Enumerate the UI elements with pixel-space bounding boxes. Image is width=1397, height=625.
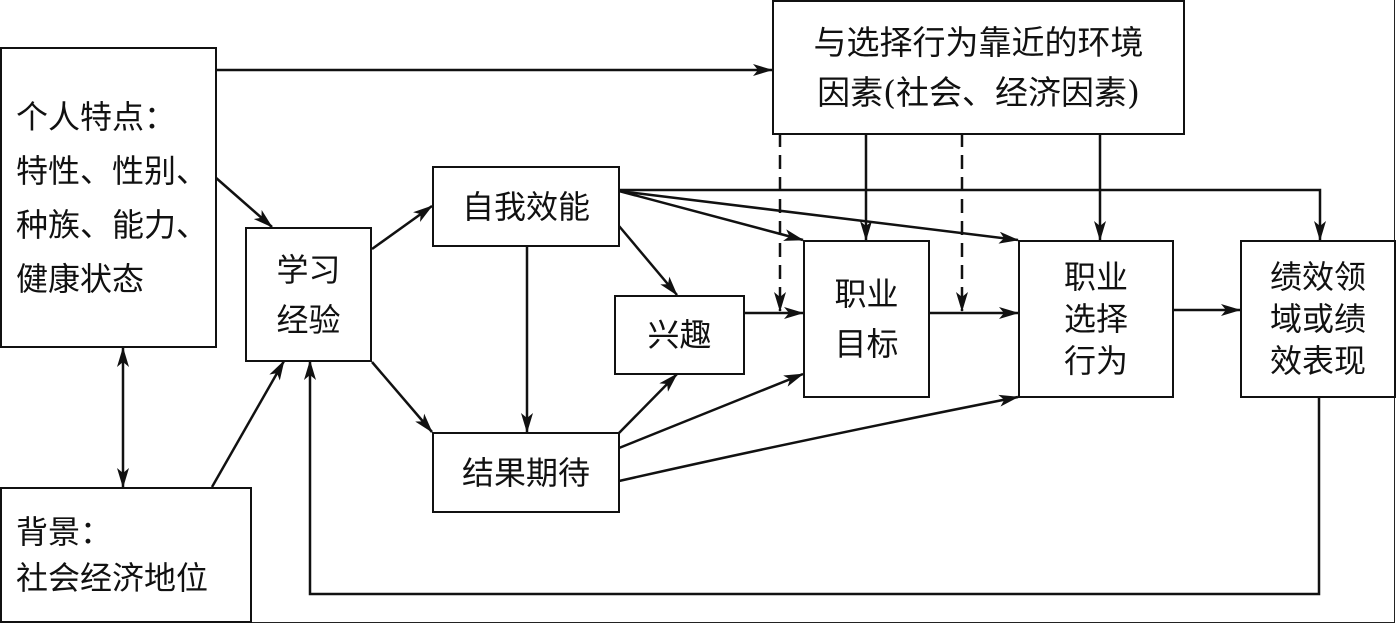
edge-learning-outcome [371,361,433,433]
edge-outcome-interest [618,373,678,434]
node-line: 行为 [1063,342,1128,380]
node-line: 健康状态 [16,259,145,298]
node-line: 选择 [1063,300,1128,338]
node-career-goal: 职业 目标 [803,240,930,398]
node-line: 职业 [834,275,899,313]
node-line: 目标 [834,325,899,363]
edge-outcome-choice [618,394,1019,483]
node-environment-factors: 与选择行为靠近的环境 因素(社会、经济因素) [772,0,1185,135]
node-line: 与选择行为靠近的环境 [813,22,1144,62]
edge-selfefficacy-choice [618,189,1019,244]
edge-selfefficacy-goal [618,189,804,242]
node-line: 背景： [16,513,113,551]
node-background: 背景： 社会经济地位 [0,487,252,623]
edge-outcome-goal [618,372,804,450]
edge-background-learning [210,360,286,488]
node-line: 兴趣 [647,316,712,354]
node-line: 种族、能力、 [16,205,209,244]
node-line: 经验 [276,300,341,339]
node-line: 特性、性别、 [16,151,209,190]
node-line: 绩效领 [1269,258,1366,296]
edge-performance-learning-feedback [304,360,1321,596]
node-self-efficacy: 自我效能 [432,166,620,247]
node-line: 个人特点： [16,97,177,136]
node-outcome-expectations: 结果期待 [432,432,620,513]
node-interest: 兴趣 [614,295,745,375]
node-line: 域或绩 [1269,300,1366,338]
edge-learning-selfefficacy [371,204,433,251]
edge-selfefficacy-interest [618,225,678,296]
node-performance: 绩效领 域或绩 效表现 [1240,240,1396,398]
node-line: 社会经济地位 [16,559,209,597]
node-line: 效表现 [1269,342,1366,380]
node-line: 职业 [1063,258,1128,296]
node-line: 结果期待 [461,453,590,492]
node-learning-experience: 学习 经验 [245,227,372,362]
node-line: 自我效能 [461,187,590,226]
edge-personal-learning [214,176,273,228]
node-personal-characteristics: 个人特点： 特性、性别、 种族、能力、 健康状态 [0,47,217,348]
edge-selfefficacy-performance [619,188,1326,241]
node-line: 因素(社会、经济因素) [817,72,1140,112]
node-career-choice-behavior: 职业 选择 行为 [1018,240,1174,398]
node-line: 学习 [276,250,341,289]
